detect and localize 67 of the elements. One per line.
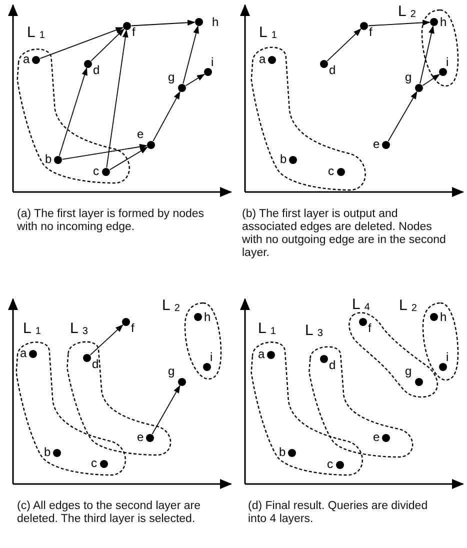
node-letter: e xyxy=(373,431,380,444)
node-letter: b xyxy=(45,153,52,166)
node-letter: b xyxy=(280,153,287,166)
layer-label: L$_{3}$ xyxy=(305,323,323,341)
layer-label: L$_{2}$ xyxy=(399,298,417,316)
node-letter: e xyxy=(137,128,144,141)
arrow xyxy=(62,144,148,160)
node-letter: i xyxy=(446,351,449,364)
layer-label: L$_{4}$ xyxy=(352,297,370,315)
node-letter: d xyxy=(329,64,336,77)
arrow xyxy=(422,74,440,86)
arrow xyxy=(326,28,362,62)
node-letter: a xyxy=(258,348,265,361)
arrow xyxy=(420,25,434,84)
node-letter: c xyxy=(327,458,333,471)
node-letter: g xyxy=(168,71,175,84)
layer-label: L$_{1}$ xyxy=(23,321,41,339)
node-letter: i xyxy=(211,56,214,69)
layer-label: L$_{2}$ xyxy=(398,4,416,22)
caption: (c) All edges to the second layer are deleted. The third layer is selected. xyxy=(17,500,202,526)
node-letter: f xyxy=(368,322,372,335)
arrow xyxy=(90,28,124,62)
arrow xyxy=(152,385,180,435)
node-letter: a xyxy=(20,347,27,360)
node-letter: h xyxy=(212,16,219,29)
node-letter: h xyxy=(440,311,447,324)
arrow xyxy=(185,74,206,86)
node-letter: i xyxy=(446,56,449,69)
caption: (d) Final result. Queries are divided into 4 layers. xyxy=(248,500,429,526)
node-letter: f xyxy=(369,26,372,39)
layer-label: L$_{3}$ xyxy=(70,321,88,339)
node-letter: g xyxy=(405,71,412,84)
arrow xyxy=(58,67,88,156)
node-letter: c xyxy=(91,457,97,470)
node-letter: b xyxy=(279,446,286,459)
node-letter: h xyxy=(440,16,447,29)
node-letter: f xyxy=(132,26,136,39)
arrow xyxy=(368,20,430,26)
node-letter: b xyxy=(44,446,51,459)
node-letter: g xyxy=(405,365,412,378)
arrow xyxy=(106,29,128,168)
layer-label: L$_{1}$ xyxy=(27,25,45,43)
node-letter: c xyxy=(93,165,99,178)
layer-label: L$_{1}$ xyxy=(258,321,276,339)
node-letter: e xyxy=(373,138,380,151)
arrow xyxy=(388,91,418,142)
layer-label: L$_{1}$ xyxy=(259,25,277,43)
node-letter: a xyxy=(23,53,30,66)
node-letter: d xyxy=(92,358,99,371)
node-letter: d xyxy=(93,64,100,77)
arrow xyxy=(90,324,124,356)
node-letter: f xyxy=(131,322,134,335)
caption: (a) The first layer is formed by nodes with no incoming edge. xyxy=(17,208,206,234)
layer-label: L$_{2}$ xyxy=(162,298,180,316)
caption: (b) The first layer is output and associated edges are deleted. Nodes with no outgoing edge are in the second layer. xyxy=(242,208,447,260)
arrow xyxy=(40,27,124,59)
node-letter: a xyxy=(259,53,266,66)
node-letter: i xyxy=(210,351,213,364)
arrow xyxy=(131,20,196,26)
node-letter: h xyxy=(204,311,211,324)
arrow xyxy=(182,25,200,84)
node-letter: g xyxy=(168,365,175,378)
node-letter: c xyxy=(328,165,334,178)
arrow xyxy=(152,91,180,142)
node-letter: d xyxy=(329,359,336,372)
node-letter: e xyxy=(137,431,144,444)
arrow xyxy=(109,146,148,170)
